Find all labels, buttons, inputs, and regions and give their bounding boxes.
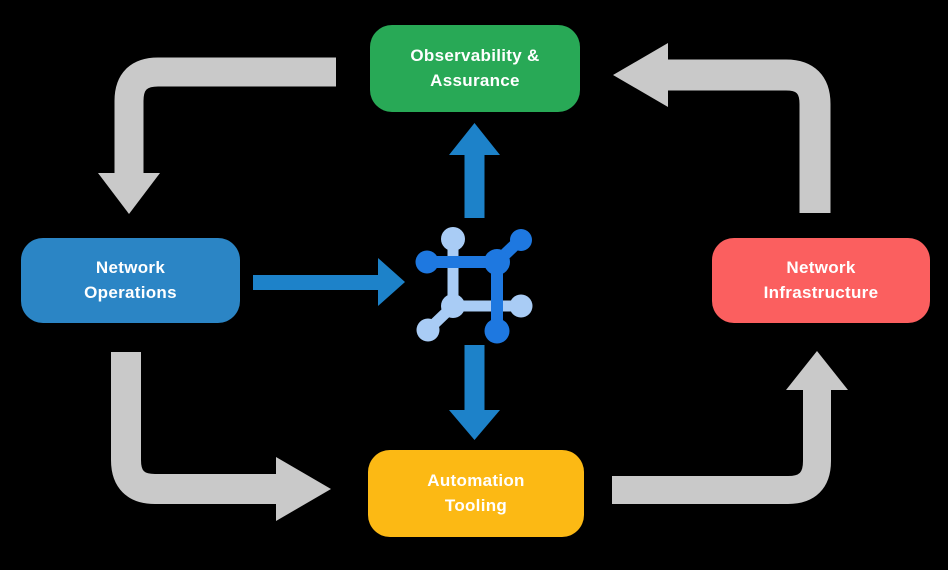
node-label-line: Network <box>95 257 166 277</box>
network-icon-light-parts <box>416 227 533 342</box>
arrowhead-up-icon <box>449 123 500 155</box>
node-label-line: Operations <box>84 282 177 302</box>
arrowhead-right-icon <box>276 457 331 521</box>
flow-arrow-icon-to-observability <box>449 123 500 218</box>
node-network-infrastructure: Network Infrastructure <box>712 238 930 323</box>
arrowhead-down-icon <box>449 410 500 440</box>
arrowhead-left-icon <box>613 43 668 107</box>
node-automation-tooling: Automation Tooling <box>368 450 584 537</box>
node-observability-assurance: Observability & Assurance <box>370 25 580 112</box>
flow-arrow-operations-to-icon <box>253 258 405 306</box>
node-network-operations: Network Operations <box>21 238 240 323</box>
node-label-line: Tooling <box>444 495 508 515</box>
network-nodes-icon <box>415 227 533 344</box>
cycle-arrow-observability-to-operations <box>98 57 336 214</box>
node-label-line: Observability & <box>410 45 540 65</box>
arrowhead-up-icon <box>786 351 848 390</box>
cycle-arrow-infrastructure-to-observability <box>613 43 831 213</box>
cycle-arrow-automation-to-infrastructure <box>612 351 848 504</box>
cycle-arrow-operations-to-automation <box>111 352 331 521</box>
flow-arrow-icon-to-automation <box>449 345 500 440</box>
node-label-line: Network <box>786 257 856 277</box>
node-label-line: Infrastructure <box>763 282 879 302</box>
arrowhead-down-icon <box>98 173 160 214</box>
arrowhead-right-icon <box>378 258 405 306</box>
node-label-line: Assurance <box>430 70 520 90</box>
network-icon-dark-parts <box>415 229 532 344</box>
node-label-line: Automation <box>427 470 525 490</box>
